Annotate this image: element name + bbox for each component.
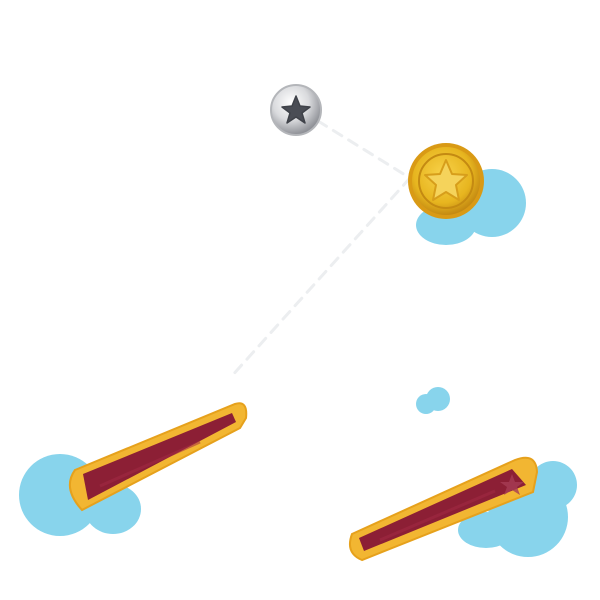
left-flipper[interactable] xyxy=(68,402,248,512)
star-ball-icon[interactable] xyxy=(270,84,322,136)
small-cloud xyxy=(416,387,450,414)
star-coin-icon[interactable] xyxy=(408,143,484,219)
trajectory-guide xyxy=(228,119,413,380)
right-flipper[interactable] xyxy=(349,456,539,562)
